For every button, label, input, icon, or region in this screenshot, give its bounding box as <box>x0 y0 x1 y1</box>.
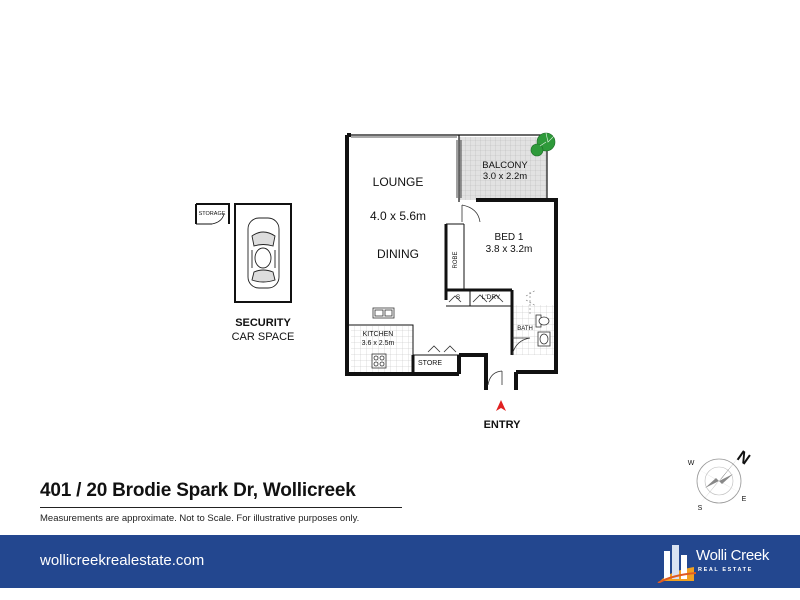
dining-label: DINING <box>377 247 419 261</box>
building-logo-icon <box>657 545 697 584</box>
laundry-label: L'DRY <box>482 294 501 301</box>
kitchen-sink-icon <box>372 307 395 319</box>
balcony-size: 3.0 x 2.2m <box>483 171 527 182</box>
car-space-bay <box>234 203 292 303</box>
kitchen-label: KITCHEN <box>363 331 394 338</box>
bath-floor <box>512 305 554 355</box>
storage-label: STORAGE <box>199 211 226 217</box>
entry-arrow-icon <box>496 400 506 411</box>
compass-n: N <box>734 448 753 469</box>
entry-label: ENTRY <box>484 419 522 431</box>
property-address: 401 / 20 Brodie Spark Dr, Wollicreek <box>40 480 356 501</box>
bath-door <box>511 337 531 356</box>
kitchen-floor <box>351 326 413 372</box>
floor-plan: LOUNGE 4.0 x 5.6m DINING BALCONY 3.0 x 2… <box>195 132 753 512</box>
store-doors <box>427 345 457 353</box>
robe-label: ROBE <box>453 251 459 268</box>
compass-w: W <box>688 460 695 467</box>
footer-bar: wollicreekrealestate.com Wolli Creek REA… <box>0 535 800 588</box>
bed-size: 3.8 x 3.2m <box>486 244 533 255</box>
basin-icon <box>537 331 551 347</box>
bed-label: BED 1 <box>495 232 524 243</box>
compass-icon <box>696 458 742 504</box>
title-divider <box>40 507 402 508</box>
brand-tagline: REAL ESTATE <box>698 567 753 573</box>
lounge-label: LOUNGE <box>373 175 424 189</box>
entry-door <box>487 370 503 386</box>
kitchen-size: 3.6 x 2.5m <box>362 340 395 347</box>
car-space-line1: SECURITY <box>235 317 291 329</box>
lounge-size: 4.0 x 5.6m <box>370 209 426 223</box>
store-label: STORE <box>418 360 442 367</box>
balcony-slider <box>456 140 462 198</box>
thin-walls <box>349 223 512 372</box>
car-icon <box>247 217 280 289</box>
cooktop-icon <box>371 353 387 369</box>
website-link[interactable]: wollicreekrealestate.com <box>40 552 205 569</box>
bath-label: BATH <box>517 326 533 332</box>
s-label: S <box>456 294 461 301</box>
car-space-line2: CAR SPACE <box>232 331 295 343</box>
brand-logo: Wolli Creek REAL ESTATE <box>656 541 776 584</box>
plant-icon <box>530 132 556 157</box>
bed-dashed-opening <box>525 289 537 316</box>
disclaimer-text: Measurements are approximate. Not to Sca… <box>40 513 360 524</box>
compass-e: E <box>742 496 747 503</box>
balcony-label: BALCONY <box>482 160 528 171</box>
brand-name: Wolli Creek <box>696 547 770 564</box>
laundry-doors <box>448 294 504 303</box>
toilet-icon <box>535 314 550 328</box>
compass-s: S <box>698 505 703 512</box>
storage-box <box>195 203 230 225</box>
bed-door <box>461 204 481 223</box>
